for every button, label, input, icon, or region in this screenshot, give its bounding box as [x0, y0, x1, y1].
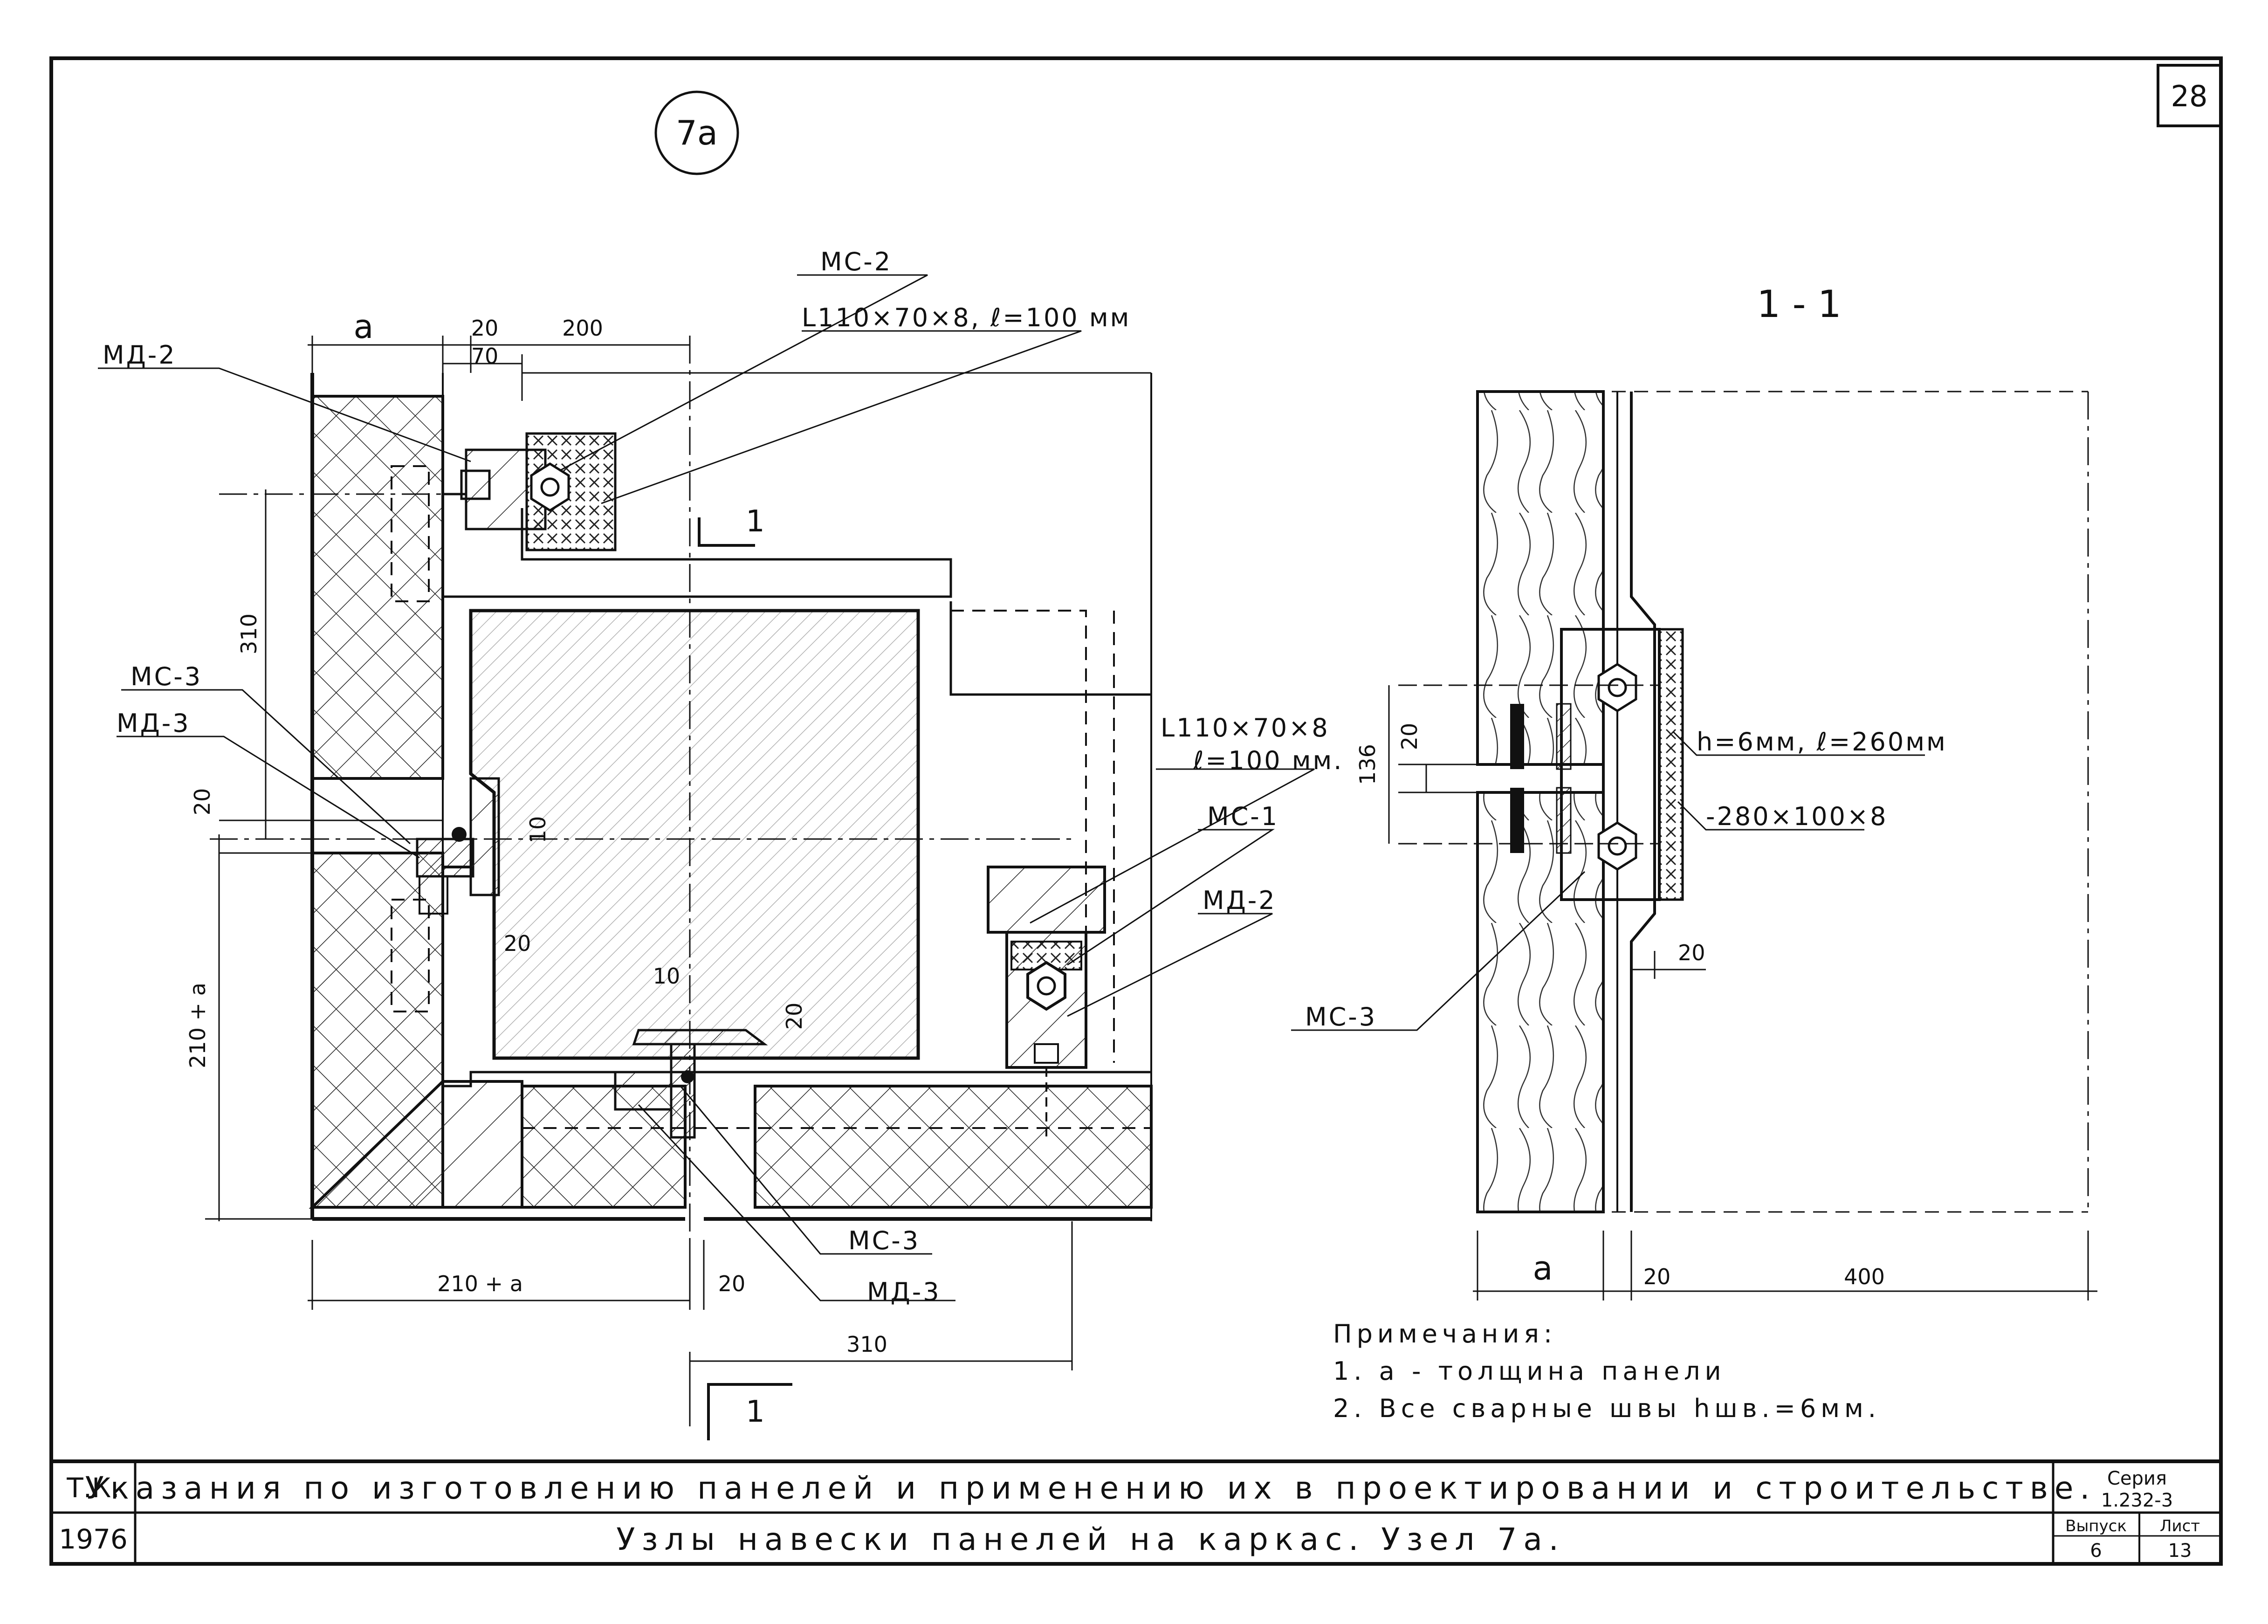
dim-20-b: 20 — [1678, 940, 1705, 965]
callout-md2-right: МД-2 — [1203, 886, 1277, 915]
right-bracket — [987, 866, 1106, 1142]
dim-70: 70 — [471, 344, 499, 369]
callout-angle-right-1: L110×70×8 — [1161, 713, 1330, 743]
dim-136: 136 — [1355, 744, 1380, 785]
dim-20-c: 20 — [1643, 1264, 1671, 1289]
wood-panel-top — [1476, 390, 1605, 766]
callout-mc3-bottom: МС-3 — [848, 1226, 920, 1255]
node-label: 7a — [676, 113, 718, 152]
callout-md2-top: МД-2 — [103, 340, 177, 370]
dim-20-low: 20 — [782, 1003, 807, 1030]
sheet-label: Лист — [2160, 1517, 2200, 1535]
dim-210a-vert: 210 + a — [185, 983, 210, 1068]
issue-value: 6 — [2090, 1540, 2102, 1562]
bottom-panel-right — [754, 1085, 1153, 1209]
title-block: Т.К. 1976 Указания по изготовлению панел… — [49, 1459, 2223, 1566]
notes-heading: Примечания: — [1333, 1319, 1557, 1349]
org-code: Т.К. — [66, 1472, 119, 1504]
dim-310-bottom: 310 — [846, 1332, 887, 1357]
callout-mc3-left: МС-3 — [131, 662, 202, 691]
dim-200: 200 — [562, 316, 603, 341]
section-label: 1 - 1 — [1757, 282, 1842, 326]
callout-mc3-section: МС-3 — [1305, 1002, 1377, 1032]
dim-20-bottom: 20 — [718, 1271, 746, 1296]
top-bracket — [443, 432, 617, 551]
callout-angle-right-2: ℓ=100 мм. — [1193, 746, 1343, 775]
note-2: 2. Все сварные швы hшв.=6мм. — [1333, 1394, 1881, 1423]
dim-310-vert: 310 — [236, 613, 261, 654]
corner-block — [309, 1080, 523, 1209]
cut-marker-top: 1 — [746, 504, 765, 539]
concrete-column — [469, 609, 920, 1060]
callout-mc1: МС-1 — [1207, 802, 1279, 831]
notes: Примечания: 1. a - толщина панели 2. Все… — [1333, 1319, 1881, 1423]
left-view: 1 1 МС-2 L110×70×8, ℓ=100 мм МД-2 МС-3 М… — [98, 247, 1343, 1440]
callout-md3-bottom: МД-3 — [867, 1277, 941, 1307]
dim-20-top: 20 — [471, 316, 499, 341]
bottom-bracket — [614, 1029, 768, 1139]
dim-10-a: 10 — [525, 816, 550, 844]
series-value: 1.232-3 — [2101, 1490, 2173, 1511]
sheet-border — [49, 56, 2223, 1566]
issue-label: Выпуск — [2065, 1517, 2127, 1535]
callout-md3-left: МД-3 — [117, 709, 191, 738]
callout-plate: -280×100×8 — [1706, 802, 1888, 831]
dim-a-section: a — [1533, 1249, 1553, 1287]
note-1: 1. a - толщина панели — [1333, 1356, 1726, 1386]
cut-marker-bottom: 1 — [746, 1395, 765, 1429]
title-sub: Узлы навески панелей на каркас. Узел 7a. — [616, 1521, 1565, 1557]
section-view: 1 - 1 — [1291, 282, 2097, 1301]
node-label-marker: 7a — [654, 90, 739, 175]
wood-panel-bottom — [1476, 791, 1605, 1213]
year: 1976 — [59, 1523, 128, 1555]
dim-20-a: 20 — [1397, 723, 1422, 750]
dim-210a-bottom: 210 + a — [437, 1271, 523, 1296]
dim-a-top: a — [354, 308, 374, 346]
sheet-number-box: 28 — [2157, 64, 2222, 127]
title-main: Указания по изготовлению панелей и приме… — [85, 1470, 2096, 1506]
sheet-value: 13 — [2168, 1540, 2192, 1562]
dim-400: 400 — [1844, 1264, 1885, 1289]
sheet-number: 28 — [2171, 79, 2208, 113]
dim-20-left: 20 — [190, 788, 215, 816]
left-mid-bracket — [416, 777, 500, 915]
callout-weld: h=6мм, ℓ=260мм — [1697, 727, 1947, 757]
callout-angle-top: L110×70×8, ℓ=100 мм — [802, 303, 1131, 332]
dim-10-b: 10 — [653, 963, 680, 989]
series-label: Серия — [2107, 1468, 2167, 1489]
upper-wall-panel — [311, 395, 444, 780]
dim-20-mid: 20 — [504, 931, 531, 956]
callout-mc2-top: МС-2 — [820, 247, 892, 276]
